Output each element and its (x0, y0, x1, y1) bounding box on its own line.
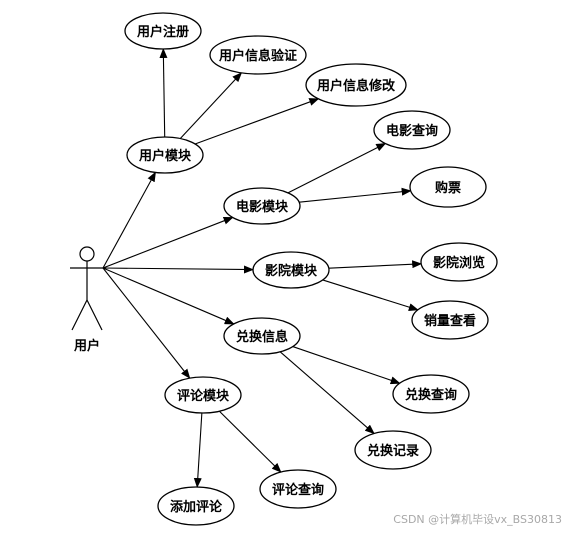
use-case-exchange-query: 兑换查询 (392, 374, 470, 414)
use-case-ellipse (373, 110, 451, 150)
use-case-sales-view: 销量查看 (411, 300, 489, 340)
edge-user-module-to-user-register (159, 47, 168, 138)
actor-right-leg (86, 299, 103, 331)
use-case-ellipse (126, 136, 204, 174)
use-case-add-comment: 添加评论 (157, 486, 235, 526)
edge-user-module-to-user-info-edit (194, 98, 320, 145)
use-case-comment-query: 评论查询 (259, 469, 337, 509)
use-case-user-info-verify: 用户信息验证 (209, 35, 307, 75)
use-case-ellipse (420, 242, 498, 282)
use-case-label: 销量查看 (424, 313, 476, 329)
edge-actor-to-comment-module (102, 267, 191, 379)
edge-cinema-module-to-cinema-browse (328, 260, 423, 269)
use-case-ellipse (124, 12, 202, 50)
use-case-ellipse (392, 374, 470, 414)
use-case-label: 兑换记录 (367, 443, 419, 459)
edge-comment-module-to-add-comment (193, 412, 203, 489)
use-case-label: 用户模块 (138, 148, 192, 164)
use-case-label: 用户注册 (136, 24, 189, 40)
edge-exchange-info-to-exchange-record (279, 351, 375, 435)
use-case-ellipse (409, 166, 487, 208)
edge-exchange-info-to-exchange-query (292, 346, 401, 385)
actor-head (79, 246, 95, 262)
use-case-label: 电影查询 (386, 123, 438, 139)
use-case-ellipse (223, 187, 301, 225)
edge-user-module-to-user-info-verify (179, 72, 243, 139)
use-case-ellipse (259, 469, 337, 509)
use-case-label: 影院浏览 (433, 255, 485, 271)
use-case-comment-module: 评论模块 (164, 376, 242, 414)
use-case-ellipse (354, 430, 432, 470)
use-case-movie-query: 电影查询 (373, 110, 451, 150)
use-case-user-info-edit: 用户信息修改 (305, 63, 407, 107)
use-case-ellipse (223, 317, 301, 355)
watermark: CSDN @计算机毕设vx_BS30813 (393, 513, 562, 526)
edge-movie-module-to-buy-ticket (299, 187, 412, 203)
use-case-label: 用户信息验证 (218, 48, 297, 64)
use-case-exchange-record: 兑换记录 (354, 430, 432, 470)
actor-left-leg (71, 299, 88, 331)
use-case-label: 评论查询 (272, 482, 324, 498)
edge-actor-to-exchange-info (102, 267, 235, 325)
edge-actor-to-cinema-module (102, 265, 255, 274)
use-case-exchange-info: 兑换信息 (223, 317, 301, 355)
actor-label: 用户 (73, 338, 100, 354)
edge-movie-module-to-movie-query (287, 143, 387, 194)
use-case-ellipse (209, 35, 307, 75)
use-case-ellipse (157, 486, 235, 526)
use-case-cinema-browse: 影院浏览 (420, 242, 498, 282)
use-case-label: 电影模块 (236, 199, 289, 215)
edge-comment-module-to-comment-query (219, 410, 282, 473)
use-case-label: 兑换信息 (236, 329, 288, 345)
use-case-label: 评论模块 (177, 388, 230, 404)
use-case-buy-ticket: 购票 (409, 166, 487, 208)
edge-cinema-module-to-sales-view (322, 279, 419, 312)
use-case-ellipse (411, 300, 489, 340)
actor-user: 用户 (70, 246, 103, 354)
use-case-label: 用户信息修改 (316, 78, 396, 94)
use-case-ellipse (164, 376, 242, 414)
use-case-user-module: 用户模块 (126, 136, 204, 174)
edges-layer (102, 47, 423, 489)
use-case-movie-module: 电影模块 (223, 187, 301, 225)
use-case-label: 添加评论 (170, 499, 223, 515)
edge-actor-to-user-module (102, 171, 156, 269)
use-case-cinema-module: 影院模块 (252, 251, 330, 289)
use-case-ellipse (252, 251, 330, 289)
use-case-label: 购票 (435, 180, 461, 196)
use-case-label: 影院模块 (265, 263, 318, 279)
use-case-ellipse (305, 63, 407, 107)
edge-actor-to-movie-module (102, 216, 234, 269)
use-case-user-register: 用户注册 (124, 12, 202, 50)
use-case-label: 兑换查询 (405, 387, 457, 403)
